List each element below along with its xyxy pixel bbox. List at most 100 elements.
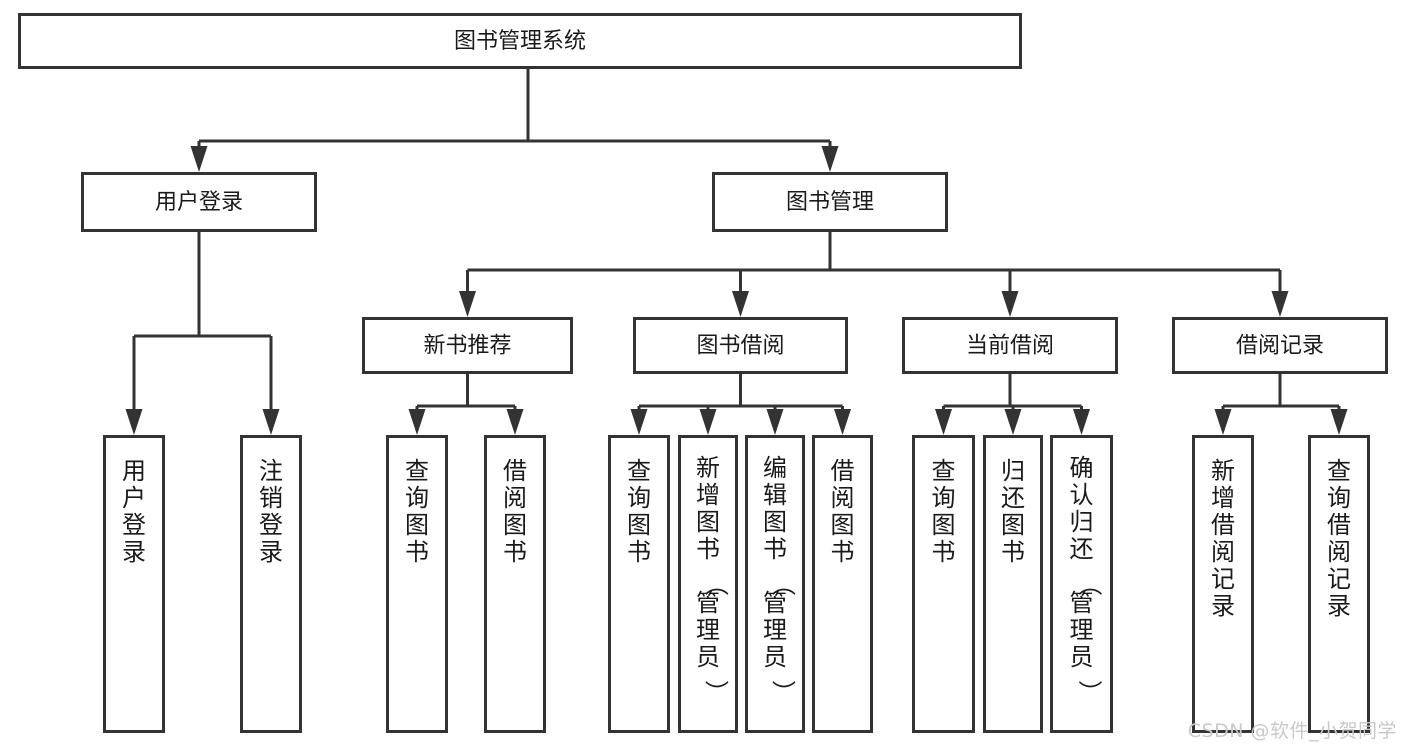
- node-label-char: 还: [1070, 535, 1094, 563]
- arrow-head-icon: [821, 146, 839, 172]
- arrow-head-icon: [408, 409, 426, 435]
- node-level1[interactable]: 图书管理: [712, 172, 948, 232]
- arrow-head-icon: [1004, 409, 1022, 435]
- node-label-char: 询: [405, 484, 429, 512]
- node-label: 图书借阅: [696, 334, 784, 359]
- node-root[interactable]: 图书管理系统: [18, 13, 1022, 69]
- node-label-char: 理: [763, 616, 787, 644]
- arrow-head-icon: [630, 409, 648, 435]
- node-label-char: 图: [503, 511, 527, 539]
- arrow-head-icon: [1073, 409, 1090, 435]
- node-label-char: 销: [259, 484, 283, 512]
- arrow-head-icon: [459, 291, 476, 317]
- node-box: [608, 435, 670, 733]
- node-level2[interactable]: 新书推荐: [362, 317, 573, 374]
- node-box: [678, 435, 738, 733]
- node-label-char: ）: [702, 680, 730, 704]
- node-box: [1050, 435, 1113, 733]
- node-label-char: 归: [1070, 508, 1094, 536]
- node-label-char: 查: [405, 457, 429, 485]
- node-label-char: 确: [1070, 454, 1094, 482]
- node-label-char: 书: [696, 535, 720, 563]
- node-label-char: 图: [405, 511, 429, 539]
- node-level2[interactable]: 当前借阅: [902, 317, 1118, 374]
- node-label-char: 书: [627, 538, 651, 566]
- node-label-char: 询: [932, 484, 956, 512]
- node-level2[interactable]: 图书借阅: [633, 317, 848, 374]
- arrow-head-icon: [935, 409, 952, 435]
- connector-layer: [125, 69, 1348, 435]
- node-label-char: 登: [259, 511, 283, 539]
- node-label-char: 查: [932, 457, 956, 485]
- node-label-char: 录: [1327, 592, 1351, 620]
- node-box: [1172, 317, 1388, 374]
- node-label-char: 图: [627, 511, 651, 539]
- node-label-char: 新: [696, 454, 720, 482]
- node-label: 用户登录: [155, 190, 243, 215]
- node-level2[interactable]: 借阅记录: [1172, 317, 1388, 374]
- arrow-head-icon: [834, 409, 851, 435]
- node-label-char: 管: [1070, 589, 1094, 617]
- node-box: [362, 317, 573, 374]
- arrow-head-icon: [1271, 291, 1289, 317]
- node-box: [912, 435, 975, 733]
- node-label-char: 查: [1327, 457, 1351, 485]
- node-label-char: 阅: [1327, 538, 1351, 566]
- node-label-char: 阅: [1211, 538, 1235, 566]
- node-label-char: 认: [1070, 481, 1094, 509]
- node-label-char: 询: [1327, 484, 1351, 512]
- node-label-char: 记: [1211, 565, 1235, 593]
- node-label-char: 录: [122, 538, 146, 566]
- node-level1[interactable]: 用户登录: [81, 172, 317, 232]
- node-box: [1308, 435, 1370, 733]
- node-label-char: 询: [627, 484, 651, 512]
- node-label-char: 编: [763, 454, 787, 482]
- node-box: [484, 435, 546, 733]
- node-box: [1192, 435, 1254, 733]
- node-box: [745, 435, 805, 733]
- node-label-char: 员: [763, 643, 787, 671]
- node-box: [81, 172, 317, 232]
- node-label-char: 户: [122, 484, 146, 512]
- node-box: [240, 435, 302, 733]
- node-label-char: ）: [1076, 680, 1104, 704]
- arrow-head-icon: [1330, 409, 1348, 435]
- node-box: [633, 317, 848, 374]
- node-label-char: （: [702, 572, 730, 596]
- arrow-head-icon: [1001, 291, 1019, 317]
- node-box: [18, 13, 1022, 69]
- node-label: 图书管理系统: [454, 29, 586, 54]
- arrow-head-icon: [766, 409, 784, 435]
- node-label-char: 录: [1211, 592, 1235, 620]
- arrow-head-icon: [699, 409, 717, 435]
- node-box: [902, 317, 1118, 374]
- node-label-char: 图: [696, 508, 720, 536]
- node-label-char: 图: [831, 511, 855, 539]
- node-label-char: 管: [763, 589, 787, 617]
- node-label-char: 辑: [763, 481, 787, 509]
- node-leaf[interactable]: 用户登录: [103, 435, 165, 733]
- node-label-char: 查: [627, 457, 651, 485]
- node-label-char: 录: [259, 538, 283, 566]
- node-label-char: （: [769, 572, 797, 596]
- node-label-char: 理: [696, 616, 720, 644]
- node-box: [712, 172, 948, 232]
- arrow-head-icon: [506, 409, 524, 435]
- csdn-watermark: CSDN @软件_小贺同学: [1187, 720, 1397, 742]
- node-label-char: 借: [1211, 511, 1235, 539]
- node-layer: 图书管理系统用户登录图书管理用户登录注销登录新书推荐查询图书借阅图书图书借阅查询…: [18, 13, 1388, 733]
- node-label-char: 借: [1327, 511, 1351, 539]
- node-label: 当前借阅: [966, 334, 1054, 359]
